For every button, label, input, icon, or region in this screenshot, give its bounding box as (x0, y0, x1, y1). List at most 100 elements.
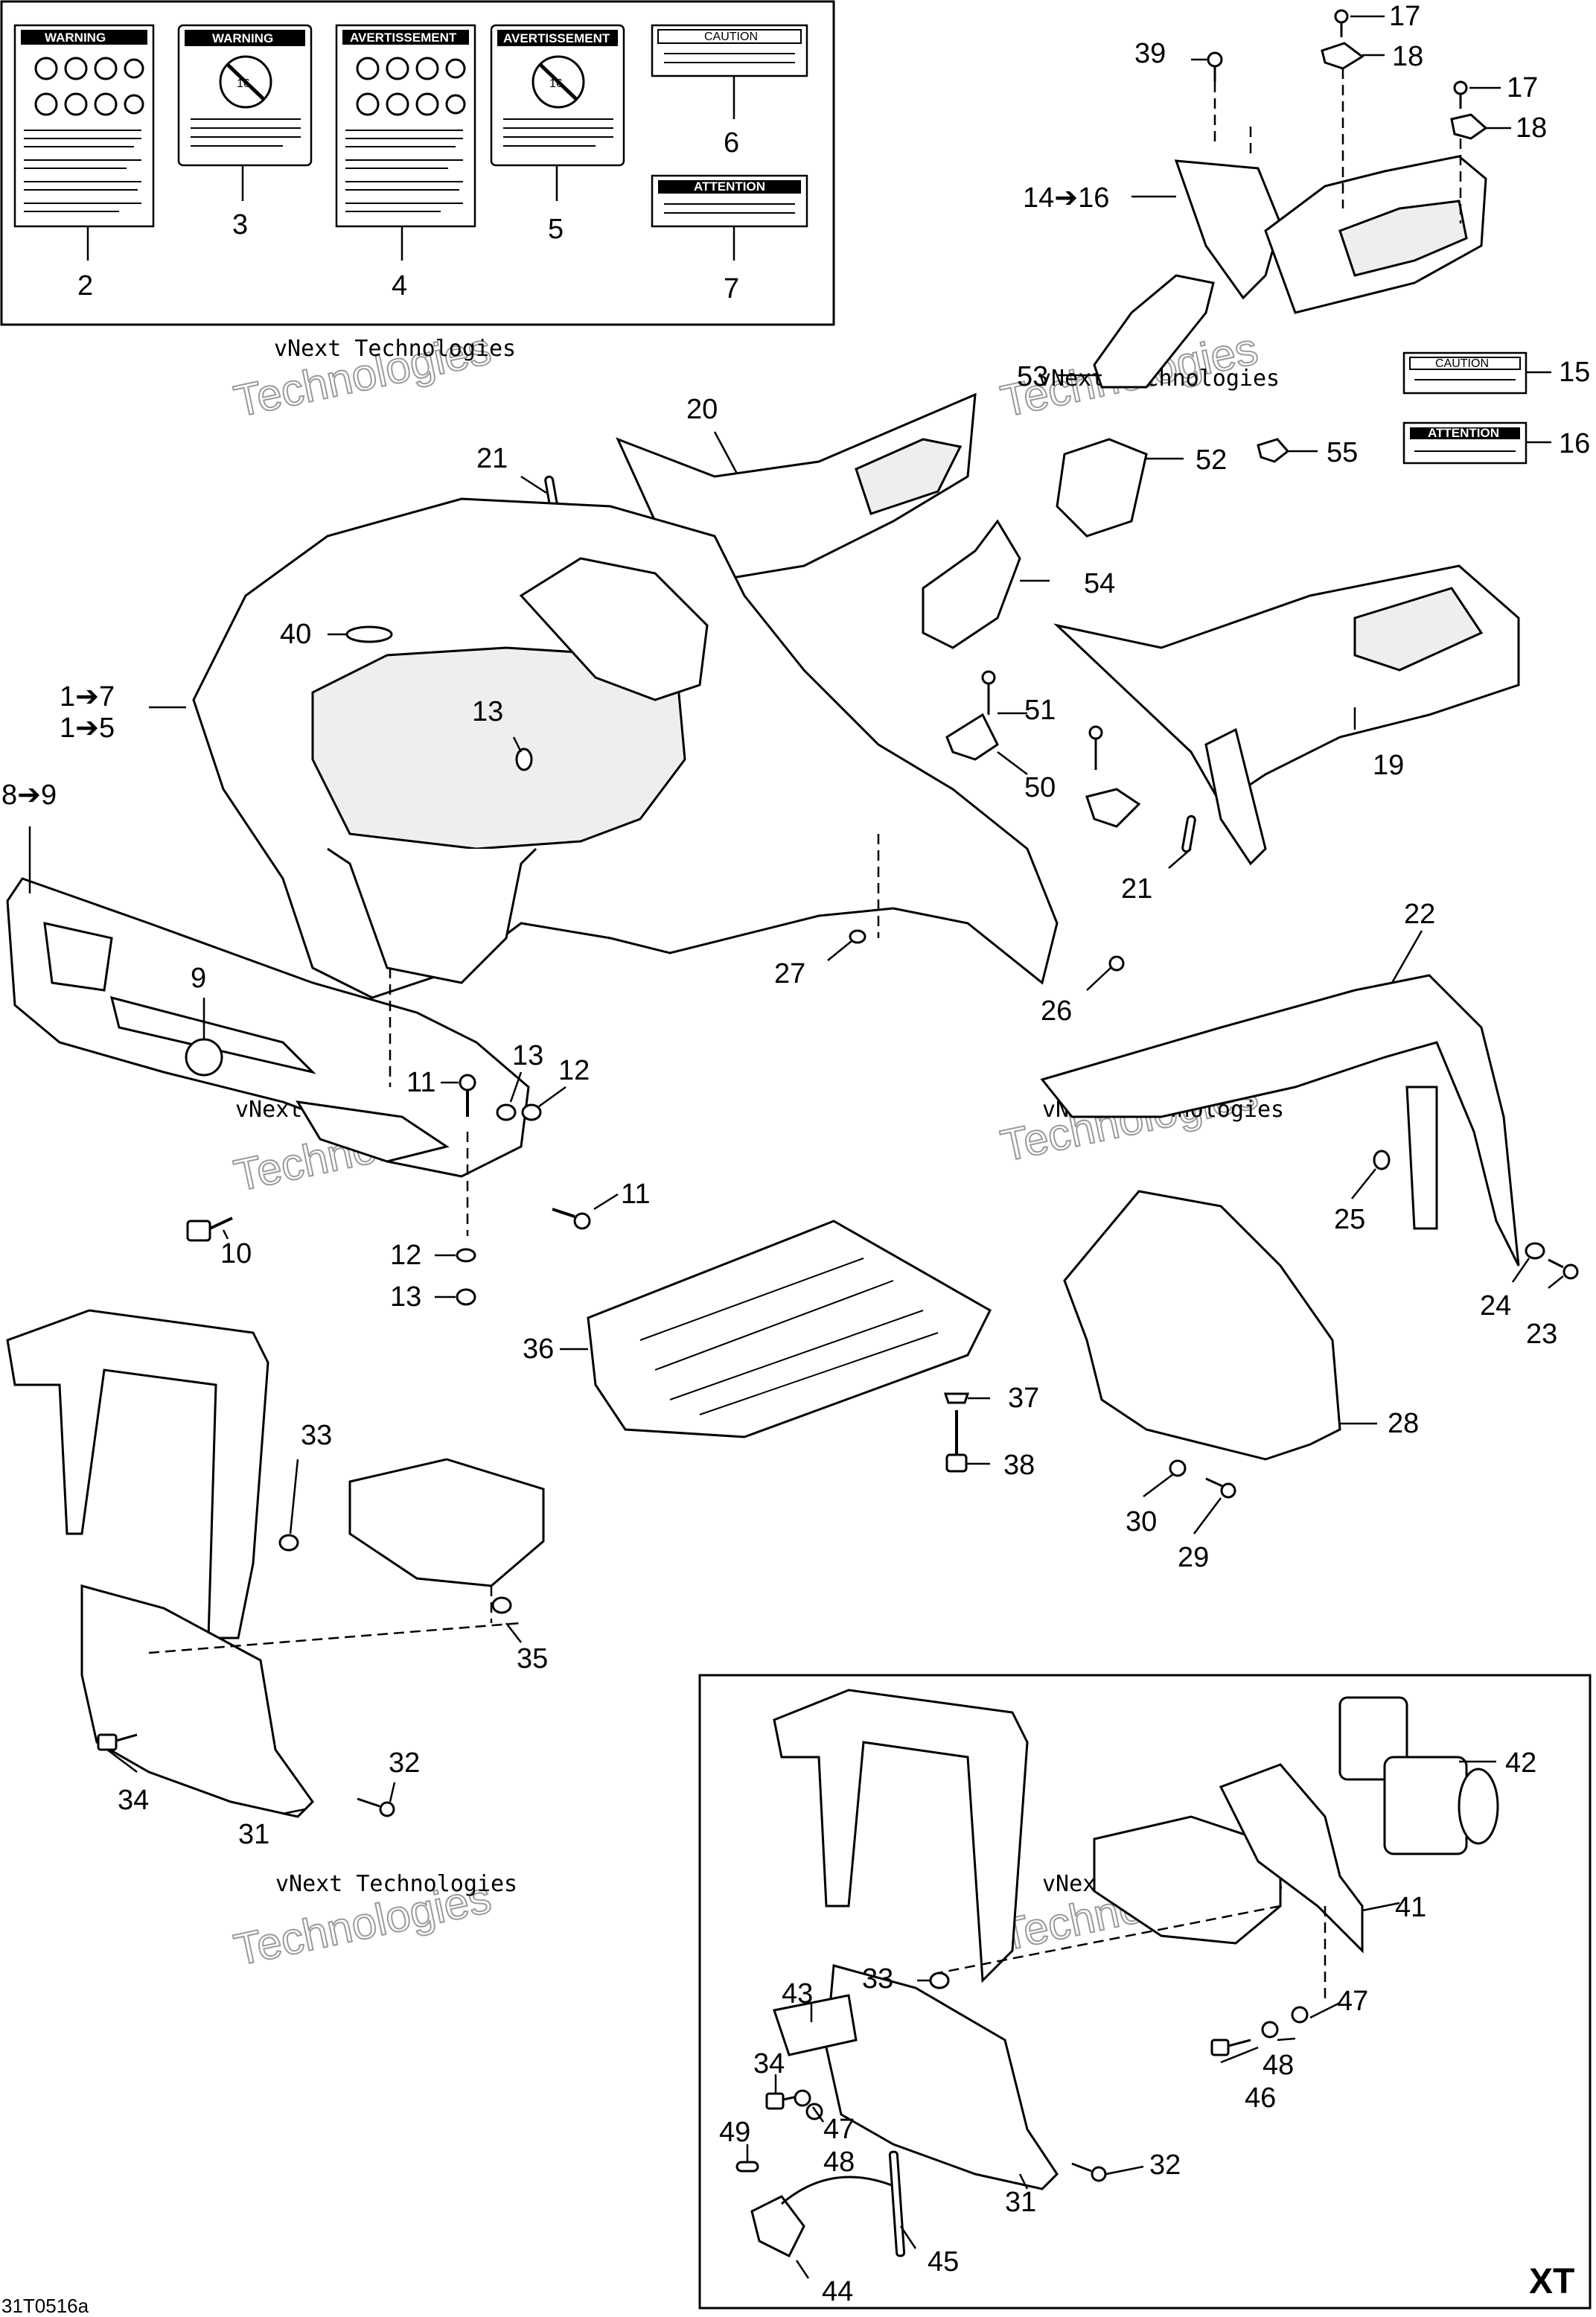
hook-44 (750, 2176, 901, 2258)
callout-32-a: 32 (389, 1747, 420, 1779)
decal-2: WARNING (13, 24, 155, 228)
svg-text:16: 16 (549, 77, 563, 90)
callout-47-a: 47 (1337, 1986, 1368, 2017)
washer-30 (1169, 1459, 1187, 1477)
washer-27 (849, 929, 866, 944)
bolt-38 (945, 1410, 968, 1473)
callout-40: 40 (280, 619, 311, 650)
callout-10: 10 (220, 1238, 252, 1269)
callout-13-c: 13 (390, 1281, 421, 1313)
callout-9: 9 (191, 963, 206, 994)
decal-7: ATTENTION (651, 174, 808, 228)
washer-37 (943, 1392, 970, 1404)
nut-13-c (456, 1288, 476, 1306)
svg-text:CAUTION: CAUTION (1435, 357, 1489, 370)
screw-32-a (357, 1797, 395, 1817)
front-bumper-assembly (6, 1309, 545, 1818)
svg-text:CAUTION: CAUTION (704, 31, 758, 43)
winch-42 (1338, 1696, 1499, 1855)
callout-11-a: 11 (406, 1067, 435, 1098)
svg-text:ATTENTION: ATTENTION (1428, 426, 1499, 440)
callout-13-a: 13 (472, 696, 503, 727)
callout-19: 19 (1373, 750, 1404, 781)
figure-code: 31T0516a (1, 2295, 89, 2317)
screw-39 (1207, 51, 1223, 82)
rear-fender-22 (1040, 974, 1520, 1266)
svg-text:ATTENTION: ATTENTION (694, 179, 765, 194)
nut-13-a (515, 748, 533, 771)
callout-35: 35 (517, 1643, 548, 1674)
callout-37: 37 (1008, 1383, 1039, 1414)
callout-55: 55 (1327, 437, 1358, 468)
bracket-52 (1056, 438, 1148, 538)
fastener-17-18-a (1321, 9, 1364, 70)
callout-50: 50 (1024, 772, 1056, 803)
callout-6: 6 (724, 127, 739, 159)
callout-39: 39 (1134, 38, 1166, 69)
callout-3: 3 (232, 209, 248, 240)
washer-12-a (521, 1103, 542, 1121)
decal-5: AVERTISSEMENT 16 (490, 24, 625, 167)
callout-33-b: 33 (862, 1963, 893, 1995)
callout-15: 15 (1559, 357, 1590, 388)
callout-22: 22 (1404, 899, 1435, 930)
screw-23 (1548, 1258, 1579, 1280)
callout-41: 41 (1395, 1892, 1426, 1923)
nut-35 (491, 1596, 512, 1614)
bracket-50-51 (945, 670, 1141, 828)
callout-5: 5 (548, 214, 564, 245)
washer-25 (1373, 1150, 1391, 1170)
screw-32-b (1071, 2162, 1107, 2182)
strap-45 (888, 2150, 906, 2257)
nut-13-b (496, 1103, 517, 1121)
callout-38: 38 (1003, 1450, 1035, 1481)
callout-17-a: 17 (1389, 1, 1420, 32)
callout-20: 20 (686, 394, 718, 425)
nut-33-a (278, 1534, 299, 1552)
callout-13-b: 13 (512, 1040, 543, 1071)
callout-31-b: 31 (1005, 2187, 1036, 2218)
washer-48-a (1261, 2021, 1279, 2039)
callout-11-b: 11 (621, 1179, 650, 1210)
mud-guard-28 (1063, 1190, 1341, 1461)
svg-text:16: 16 (237, 77, 250, 90)
callout-25: 25 (1334, 1204, 1365, 1235)
callout-21-b: 21 (1121, 873, 1152, 905)
fairlead-43 (773, 1994, 858, 2056)
callout-52: 52 (1196, 444, 1227, 476)
callout-8-9: 8➔9 (1, 780, 57, 811)
callout-21-a: 21 (476, 443, 508, 474)
callout-18-b: 18 (1516, 112, 1547, 144)
callout-28: 28 (1388, 1408, 1419, 1439)
callout-48-b: 48 (823, 2147, 855, 2178)
winch-bracket-41 (1219, 1763, 1364, 1954)
pin-49 (735, 2161, 759, 2173)
nut-33-b (929, 1972, 950, 1989)
callout-44: 44 (822, 2276, 853, 2307)
svg-text:WARNING: WARNING (212, 31, 273, 45)
washer-47-b (794, 2089, 811, 2107)
bolt-10 (186, 1217, 233, 1242)
callout-24: 24 (1480, 1290, 1511, 1322)
callout-34-a: 34 (118, 1785, 149, 1816)
callout-1-5: 1➔5 (60, 713, 115, 744)
svg-text:vNext Technologies: vNext Technologies (275, 1871, 517, 1897)
decal-15: CAUTION (1402, 351, 1528, 395)
decal-4: AVERTISSEMENT (335, 24, 476, 228)
side-panel-19 (1053, 564, 1520, 866)
bracket-54 (922, 519, 1021, 649)
callout-51: 51 (1024, 695, 1056, 726)
callout-33-a: 33 (301, 1420, 332, 1451)
skid-plate-36 (587, 1220, 992, 1438)
callout-36: 36 (523, 1333, 554, 1365)
xt-inset-frame (698, 1674, 1592, 2310)
callout-46: 46 (1245, 2082, 1276, 2114)
svg-text:vNext Technologies: vNext Technologies (274, 336, 516, 362)
callout-43: 43 (782, 1978, 813, 2010)
washer-24 (1525, 1242, 1545, 1260)
screw-26 (1108, 955, 1125, 972)
callout-12-a: 12 (558, 1055, 590, 1086)
xt-bumper-assembly (773, 1689, 1282, 2190)
front-grille (6, 877, 530, 1178)
front-fender-body (192, 497, 1059, 999)
